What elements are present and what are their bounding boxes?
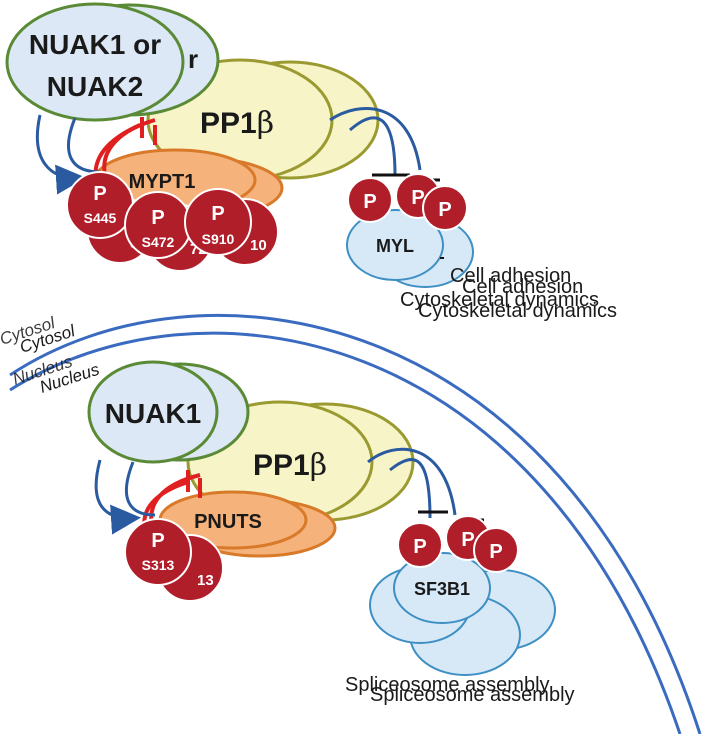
svg-text:P: P	[151, 530, 164, 552]
phospho-s313	[124, 518, 192, 586]
svg-text:P: P	[461, 529, 474, 551]
outcome-spliceosome-shadow: Spliceosome assembly	[345, 674, 550, 696]
svg-text:P: P	[211, 203, 224, 225]
outcome-cytoskeletal-shadow: Cytoskeletal dynamics	[400, 289, 599, 311]
svg-text:P: P	[93, 183, 106, 205]
phospho-s445	[66, 171, 134, 239]
svg-text:P: P	[438, 199, 451, 221]
nuak1-label: NUAK1	[105, 398, 201, 429]
nuak-shadow-letter: r	[188, 44, 198, 74]
svg-text:S472: S472	[142, 234, 175, 250]
svg-text:13: 13	[197, 572, 214, 589]
bottom-activation-arrows	[94, 447, 457, 535]
myl-substrate: MYL P P P	[346, 173, 474, 288]
svg-text:P: P	[413, 536, 426, 558]
svg-text:S313: S313	[142, 557, 175, 573]
outcome-spliceosome: Spliceosome assembly	[370, 684, 575, 706]
svg-text:P: P	[363, 191, 376, 213]
pnuts-label: PNUTS	[194, 511, 262, 533]
nuak-label-line2: NUAK2	[47, 71, 143, 102]
outcome-cytoskeletal: Cytoskeletal dynamics	[418, 300, 617, 322]
phospho-s910	[184, 188, 252, 256]
sf3b1-label: SF3B1	[414, 579, 470, 599]
svg-text:S445: S445	[84, 210, 117, 226]
pp1-beta-label: PP1β	[200, 106, 274, 141]
bottom-phospho-site: 13 P S313	[124, 518, 224, 602]
nuak-label-line1: NUAK1 or	[29, 29, 161, 60]
outcome-cell-adhesion: Cell adhesion	[462, 276, 583, 298]
outcome-cell-adhesion-shadow: Cell adhesion	[450, 265, 571, 287]
top-phospho-sites: 10 72 5 P S445 P S472 P S910	[66, 171, 279, 272]
mypt1-label: MYPT1	[129, 171, 196, 193]
svg-text:P: P	[489, 541, 502, 563]
pp1-beta-label-bottom: PP1β	[253, 448, 327, 483]
myl-label: MYL	[376, 236, 414, 256]
sf3b1-substrate: SF3B1 P P P	[369, 510, 556, 676]
svg-text:S910: S910	[202, 231, 235, 247]
nuak1-kinase-blob	[87, 360, 219, 464]
nuak-kinase-blob	[5, 2, 185, 122]
svg-text:P: P	[411, 187, 424, 209]
nuclear-membrane	[9, 313, 702, 734]
svg-text:10: 10	[250, 237, 267, 254]
svg-text:P: P	[151, 207, 164, 229]
top-activation-arrows	[35, 107, 422, 195]
